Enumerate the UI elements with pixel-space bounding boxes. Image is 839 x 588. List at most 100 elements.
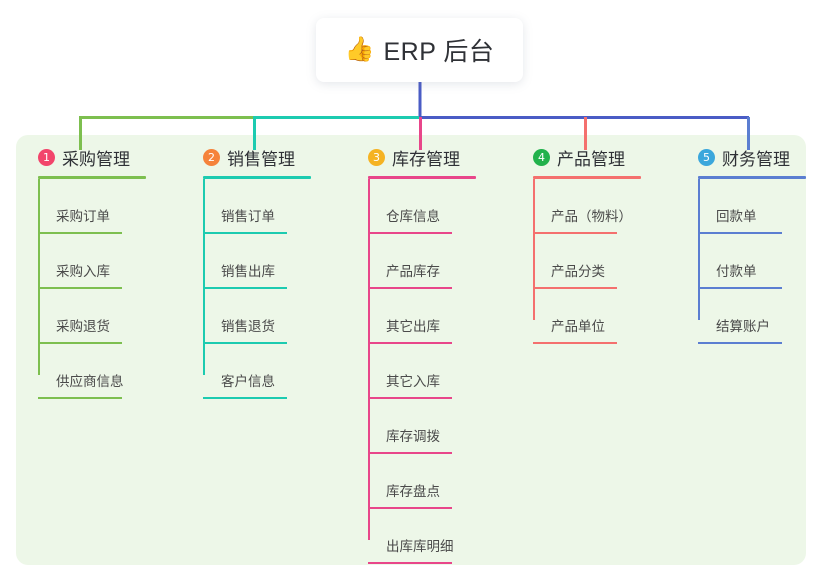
branch-trunk-sales xyxy=(203,179,205,375)
leaf-underline xyxy=(38,232,122,234)
root-node[interactable]: 👍 ERP 后台 xyxy=(316,18,523,82)
leaf-item[interactable]: 库存调拨 xyxy=(368,399,476,454)
leaf-item[interactable]: 采购订单 xyxy=(38,179,146,234)
leaf-label: 产品（物料） xyxy=(551,209,632,224)
leaf-label: 客户信息 xyxy=(221,374,275,389)
branch-badge-product: 4 xyxy=(533,148,550,166)
leaf-list-sales: 销售订单销售出库销售退货客户信息 xyxy=(203,179,311,399)
diagram-panel xyxy=(16,135,806,565)
leaf-item[interactable]: 客户信息 xyxy=(203,344,311,399)
leaf-underline xyxy=(203,232,287,234)
leaf-item[interactable]: 库存盘点 xyxy=(368,454,476,509)
leaf-underline xyxy=(368,232,452,234)
leaf-underline xyxy=(38,342,122,344)
leaf-item[interactable]: 采购退货 xyxy=(38,289,146,344)
branch-title-product: 产品管理 xyxy=(557,149,625,169)
leaf-label: 结算账户 xyxy=(716,319,770,334)
leaf-label: 产品单位 xyxy=(551,319,605,334)
leaf-list-inventory: 仓库信息产品库存其它出库其它入库库存调拨库存盘点出库库明细 xyxy=(368,179,476,564)
branch-header-sales[interactable]: 2 销售管理 xyxy=(203,146,311,169)
leaf-label: 库存调拨 xyxy=(386,429,440,444)
branch-underline-finance xyxy=(698,176,806,179)
branch-title-purchasing: 采购管理 xyxy=(62,149,130,169)
leaf-underline xyxy=(533,287,617,289)
leaf-underline xyxy=(533,342,617,344)
leaf-item[interactable]: 仓库信息 xyxy=(368,179,476,234)
leaf-underline xyxy=(38,397,122,399)
branch-column-product: 4 产品管理产品（物料） 产品分类产品单位 xyxy=(533,146,641,344)
leaf-underline xyxy=(368,342,452,344)
leaf-item[interactable]: 采购入库 xyxy=(38,234,146,289)
leaf-underline xyxy=(698,342,782,344)
leaf-underline xyxy=(203,342,287,344)
leaf-item[interactable]: 供应商信息 xyxy=(38,344,146,399)
leaf-item[interactable]: 回款单 xyxy=(698,179,806,234)
leaf-label: 采购退货 xyxy=(56,319,110,334)
leaf-label: 其它入库 xyxy=(386,374,440,389)
leaf-item[interactable]: 销售退货 xyxy=(203,289,311,344)
branch-title-sales: 销售管理 xyxy=(227,149,295,169)
branch-column-purchasing: 1 采购管理采购订单采购入库采购退货供应商信息 xyxy=(38,146,146,399)
leaf-item[interactable]: 产品分类 xyxy=(533,234,641,289)
leaf-label: 仓库信息 xyxy=(386,209,440,224)
root-title: ERP 后台 xyxy=(383,38,495,66)
branch-badge-sales: 2 xyxy=(203,148,220,166)
leaf-list-purchasing: 采购订单采购入库采购退货供应商信息 xyxy=(38,179,146,399)
leaf-label: 采购入库 xyxy=(56,264,110,279)
branch-underline-purchasing xyxy=(38,176,146,179)
branch-underline-inventory xyxy=(368,176,476,179)
branch-column-finance: 5 财务管理回款单付款单结算账户 xyxy=(698,146,806,344)
leaf-label: 销售退货 xyxy=(221,319,275,334)
leaf-label: 其它出库 xyxy=(386,319,440,334)
branch-badge-inventory: 3 xyxy=(368,148,385,166)
leaf-underline xyxy=(368,287,452,289)
leaf-label: 采购订单 xyxy=(56,209,110,224)
leaf-underline xyxy=(533,232,617,234)
branch-column-inventory: 3 库存管理仓库信息产品库存其它出库其它入库库存调拨库存盘点出库库明细 xyxy=(368,146,476,564)
leaf-item[interactable]: 销售出库 xyxy=(203,234,311,289)
branch-trunk-product xyxy=(533,179,535,320)
leaf-item[interactable]: 产品（物料） xyxy=(533,179,641,234)
branch-underline-sales xyxy=(203,176,311,179)
leaf-label: 销售订单 xyxy=(221,209,275,224)
leaf-underline xyxy=(38,287,122,289)
branch-header-inventory[interactable]: 3 库存管理 xyxy=(368,146,476,169)
leaf-item[interactable]: 其它出库 xyxy=(368,289,476,344)
leaf-list-product: 产品（物料） 产品分类产品单位 xyxy=(533,179,641,344)
branch-header-purchasing[interactable]: 1 采购管理 xyxy=(38,146,146,169)
branch-badge-purchasing: 1 xyxy=(38,148,55,166)
leaf-label: 回款单 xyxy=(716,209,757,224)
leaf-list-finance: 回款单付款单结算账户 xyxy=(698,179,806,344)
leaf-label: 产品库存 xyxy=(386,264,440,279)
leaf-item[interactable]: 其它入库 xyxy=(368,344,476,399)
leaf-item[interactable]: 销售订单 xyxy=(203,179,311,234)
leaf-item[interactable]: 出库库明细 xyxy=(368,509,476,564)
branch-underline-product xyxy=(533,176,641,179)
thumbs-up-icon: 👍 xyxy=(344,36,375,63)
leaf-label: 销售出库 xyxy=(221,264,275,279)
leaf-label: 付款单 xyxy=(716,264,757,279)
leaf-label: 产品分类 xyxy=(551,264,605,279)
branch-badge-finance: 5 xyxy=(698,148,715,166)
branch-trunk-inventory xyxy=(368,179,370,540)
leaf-underline xyxy=(698,287,782,289)
branch-title-finance: 财务管理 xyxy=(722,149,790,169)
leaf-item[interactable]: 付款单 xyxy=(698,234,806,289)
leaf-item[interactable]: 结算账户 xyxy=(698,289,806,344)
leaf-item[interactable]: 产品库存 xyxy=(368,234,476,289)
leaf-underline xyxy=(368,397,452,399)
leaf-underline xyxy=(203,397,287,399)
leaf-underline xyxy=(203,287,287,289)
branch-trunk-purchasing xyxy=(38,179,40,375)
leaf-underline xyxy=(368,507,452,509)
branch-column-sales: 2 销售管理销售订单销售出库销售退货客户信息 xyxy=(203,146,311,399)
branch-header-finance[interactable]: 5 财务管理 xyxy=(698,146,806,169)
leaf-item[interactable]: 产品单位 xyxy=(533,289,641,344)
branch-header-product[interactable]: 4 产品管理 xyxy=(533,146,641,169)
leaf-underline xyxy=(368,562,452,564)
leaf-label: 出库库明细 xyxy=(386,539,454,554)
branch-title-inventory: 库存管理 xyxy=(392,149,460,169)
leaf-label: 供应商信息 xyxy=(56,374,124,389)
branch-trunk-finance xyxy=(698,179,700,320)
